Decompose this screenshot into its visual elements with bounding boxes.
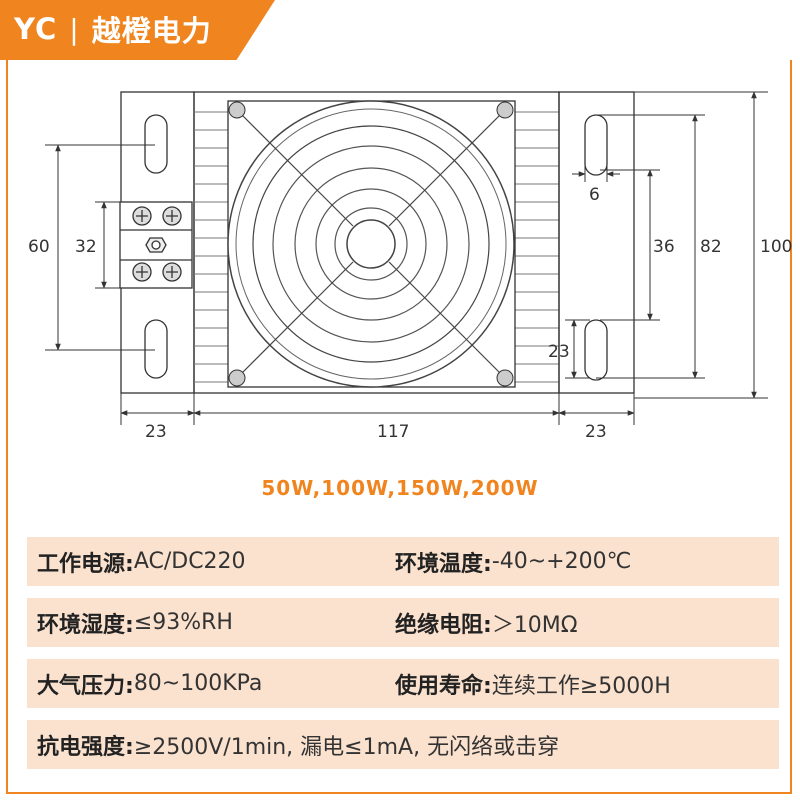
spec-value: 连续工作≥5000H [491, 673, 671, 699]
dimension-labels: 60 32 23 117 23 6 36 82 100 23 [28, 185, 792, 442]
spec-value: ＞10MΩ [491, 612, 578, 638]
spec-key: 抗电强度: [37, 734, 134, 760]
dim-label-left-60: 60 [28, 237, 50, 257]
fan-guard-wires [236, 109, 506, 379]
models-line: 50W,100W,150W,200W [261, 476, 539, 500]
left-bottom-slot [144, 319, 168, 379]
dim-label-right-23: 23 [548, 342, 570, 362]
spec-row: 抗电强度:≥2500V/1min, 漏电≤1mA, 无闪络或击穿 [27, 720, 779, 769]
brand-logo: YC | 越橙电力 [14, 8, 212, 50]
spec-key: 大气压力: [37, 673, 134, 699]
dim-label-right-6: 6 [589, 185, 600, 205]
spec-value: ≤93%RH [133, 610, 233, 635]
dimension-lines [45, 91, 768, 425]
terminal-screw [132, 206, 182, 282]
fan-hub [346, 219, 396, 269]
spec-value: AC/DC220 [133, 549, 246, 574]
spec-row: 工作电源:AC/DC220 环境温度:-40~+200℃ [27, 537, 779, 586]
spec-row: 环境湿度:≤93%RH 绝缘电阻:＞10MΩ [27, 598, 779, 647]
spec-row: 大气压力:80~100KPa 使用寿命:连续工作≥5000H [27, 659, 779, 708]
dim-label-right-100: 100 [760, 237, 792, 257]
dim-label-bottom-middle-117: 117 [377, 422, 409, 442]
spec-value: 80~100KPa [133, 671, 263, 696]
spec-key: 绝缘电阻: [395, 612, 492, 638]
dim-label-bottom-right-23: 23 [585, 422, 607, 442]
right-mounting-bracket [558, 91, 635, 394]
technical-drawing: 60 32 23 117 23 6 36 82 100 23 [28, 91, 792, 442]
right-top-slot [584, 114, 608, 176]
terminal-block [119, 201, 193, 289]
left-top-slot [144, 114, 168, 174]
spec-value: ≥2500V/1min, 漏电≤1mA, 无闪络或击穿 [133, 734, 560, 760]
dim-label-right-36: 36 [653, 237, 675, 257]
right-bottom-slot [584, 319, 608, 381]
spec-value: -40~+200℃ [491, 549, 632, 574]
brand-name: 越橙电力 [91, 14, 212, 48]
fan-assembly [227, 100, 516, 388]
fan-corner-screw [228, 101, 514, 387]
spec-key: 工作电源: [37, 551, 134, 577]
dim-label-left-32: 32 [75, 237, 97, 257]
brand-header-tab [0, 0, 275, 60]
spec-key: 环境温度: [395, 551, 492, 577]
page-frame [6, 60, 792, 794]
brand-abbr: YC [14, 12, 58, 46]
dim-label-right-82: 82 [700, 237, 722, 257]
spec-key: 环境湿度: [37, 612, 134, 638]
spec-key: 使用寿命: [395, 673, 492, 699]
dim-label-bottom-left-23: 23 [145, 422, 167, 442]
brand-separator: | [69, 12, 80, 46]
